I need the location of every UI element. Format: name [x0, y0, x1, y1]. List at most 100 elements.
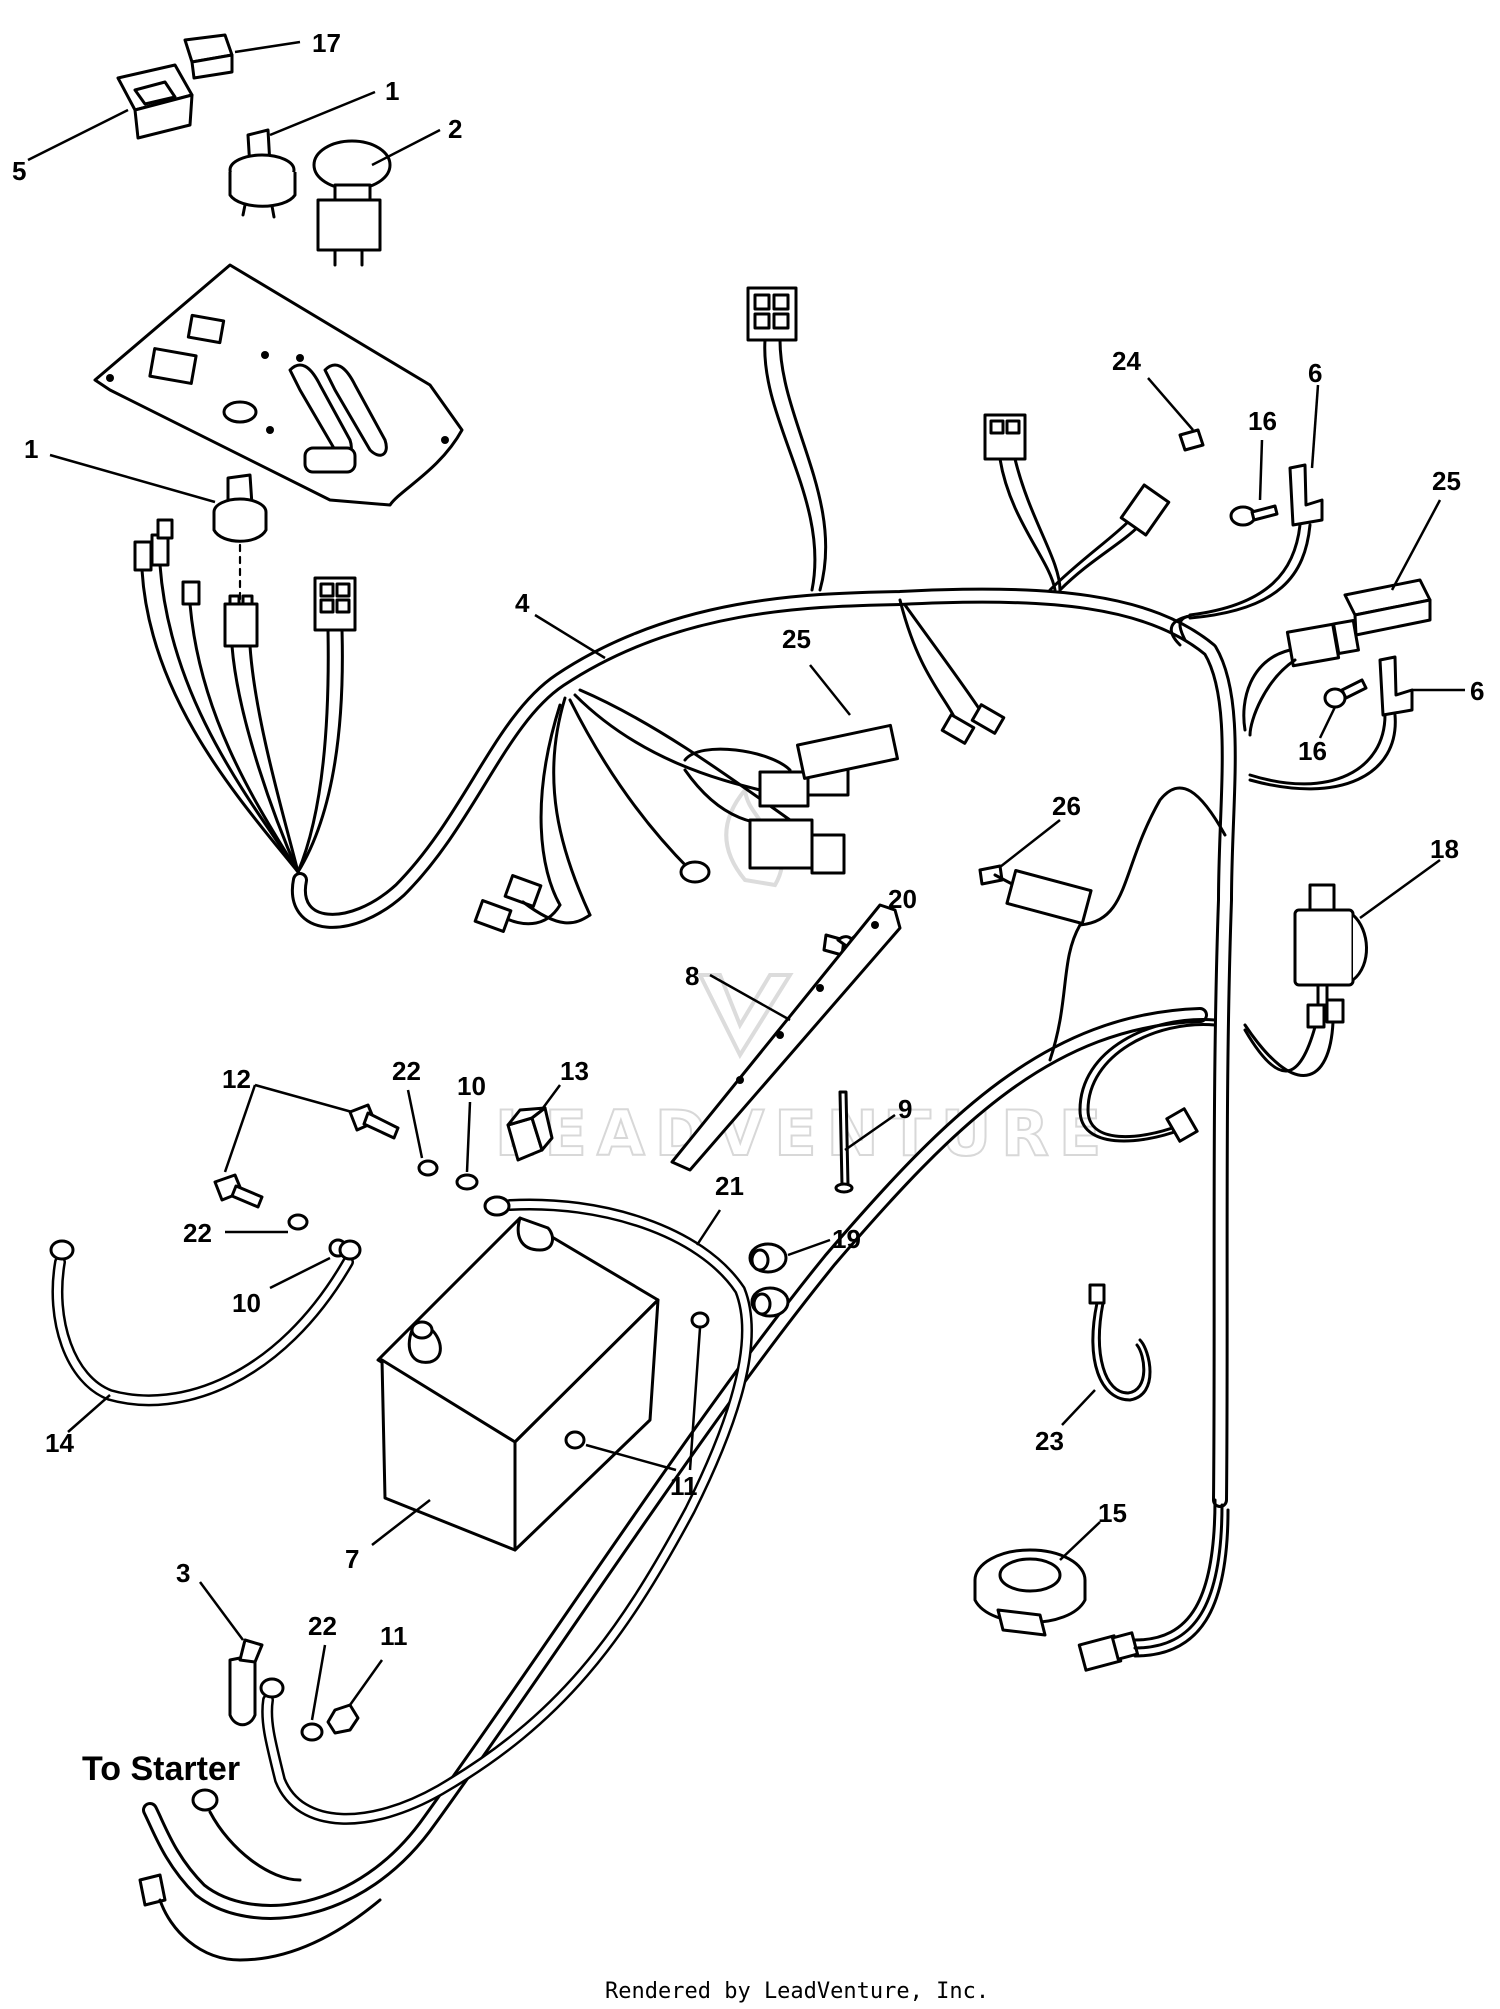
callout-25b: 25 — [782, 624, 811, 654]
callout-15: 15 — [1098, 1498, 1127, 1528]
terminal-6-top — [1169, 463, 1324, 647]
leader-10a — [465, 1101, 472, 1173]
screw-16-top — [1229, 504, 1279, 527]
main-harness — [290, 587, 1237, 1508]
leader-1a — [269, 90, 376, 137]
harness-branch-relay — [978, 786, 1227, 1062]
callout-9: 9 — [898, 1094, 912, 1124]
callout-10a: 10 — [457, 1071, 486, 1101]
screw-16-bottom — [1323, 678, 1368, 709]
callout-23: 23 — [1035, 1426, 1064, 1456]
nut-11-b — [326, 1703, 360, 1735]
terminal-6-bottom — [1248, 655, 1414, 791]
callout-12: 12 — [222, 1064, 251, 1094]
dash-panel — [93, 263, 464, 507]
leader-1b — [49, 453, 216, 504]
leader-3 — [198, 1581, 245, 1641]
callout-11a: 11 — [670, 1471, 698, 1501]
bolt-12-lower — [213, 1173, 264, 1209]
callout-11b: 11 — [380, 1621, 408, 1651]
leader-26 — [999, 819, 1061, 868]
bottom-left-terminals — [138, 1788, 382, 1962]
starter-harness-branch — [142, 1007, 1208, 1920]
callout-6b: 6 — [1470, 676, 1484, 706]
leader-8 — [709, 973, 791, 1022]
callout-22b: 22 — [183, 1218, 212, 1248]
to-starter-label: To Starter — [82, 1750, 240, 1788]
leader-9 — [844, 1113, 896, 1152]
bracket-8 — [670, 903, 902, 1172]
callout-14: 14 — [45, 1428, 74, 1458]
connector-pair-center — [683, 723, 899, 875]
washer-22-c — [300, 1722, 324, 1742]
leader-5 — [27, 108, 129, 162]
watermark-text: LEADVENTURE — [495, 1097, 1111, 1170]
leader-18 — [1359, 858, 1441, 920]
callout-21: 21 — [715, 1171, 744, 1201]
washer-10-a — [455, 1173, 479, 1191]
push-switch-1-lower — [212, 473, 268, 602]
alarm-15 — [973, 1498, 1230, 1672]
harness-branch-top-center — [746, 286, 828, 592]
relay-18 — [1243, 883, 1368, 1077]
clip-24 — [1178, 428, 1205, 452]
push-switch-1-top — [228, 128, 297, 219]
callout-25a: 25 — [1432, 466, 1461, 496]
harness-branch-right-center — [898, 598, 1006, 745]
harness-branch-left-mid — [473, 688, 792, 933]
washer-22-a — [417, 1159, 439, 1177]
footer-credit: Rendered by LeadVenture, Inc. — [605, 1979, 989, 2004]
leader-24 — [1147, 377, 1194, 431]
callout-2: 2 — [448, 114, 462, 144]
leader-4 — [534, 613, 606, 660]
boot-3 — [228, 1638, 264, 1727]
callout-3: 3 — [176, 1558, 190, 1588]
leader-10b — [269, 1256, 331, 1290]
cable-21 — [259, 1195, 753, 1825]
callout-5: 5 — [12, 156, 26, 186]
leader-12a — [254, 1083, 353, 1114]
key-switch-2 — [312, 139, 392, 267]
callout-6a: 6 — [1308, 358, 1322, 388]
switch-17 — [183, 33, 234, 80]
leader-22a — [406, 1089, 424, 1159]
strap-23 — [1088, 1283, 1152, 1402]
leader-25b — [809, 664, 851, 716]
callout-16a: 16 — [1248, 406, 1277, 436]
callout-4: 4 — [515, 588, 530, 618]
watermark: LEADVENTURE — [494, 785, 1111, 1171]
harness-side-loop — [1078, 1018, 1217, 1143]
leader-11a — [585, 1327, 702, 1472]
leader-25a — [1390, 499, 1442, 591]
callout-16b: 16 — [1298, 736, 1327, 766]
callout-1a: 1 — [385, 76, 399, 106]
connector-25-top — [1343, 578, 1432, 637]
harness-branch-top-right — [983, 413, 1171, 592]
leader-22c — [310, 1644, 327, 1721]
leader-2 — [371, 128, 441, 167]
grommet-19 — [748, 1242, 790, 1318]
callout-24: 24 — [1112, 346, 1141, 376]
callout-26: 26 — [1052, 791, 1081, 821]
leader-19 — [787, 1238, 831, 1257]
bolt-12-upper — [348, 1103, 400, 1140]
callout-18: 18 — [1430, 834, 1459, 864]
leader-23 — [1061, 1389, 1096, 1426]
leader-14 — [67, 1394, 111, 1433]
leader-11b — [348, 1659, 384, 1706]
washer-22-b — [287, 1213, 309, 1231]
callout-22a: 22 — [392, 1056, 421, 1086]
connector-right-plug — [1242, 618, 1360, 737]
switch-5 — [116, 63, 194, 140]
callout-1b: 1 — [24, 434, 38, 464]
callout-19: 19 — [832, 1224, 861, 1254]
leader-16b — [1318, 706, 1337, 739]
callout-7: 7 — [345, 1544, 359, 1574]
leader-15 — [1059, 1521, 1101, 1561]
callout-10b: 10 — [232, 1288, 261, 1318]
callout-17: 17 — [312, 28, 341, 58]
cable-14 — [49, 1239, 362, 1407]
rod-9 — [834, 1090, 854, 1194]
leader-6a — [1310, 384, 1320, 469]
